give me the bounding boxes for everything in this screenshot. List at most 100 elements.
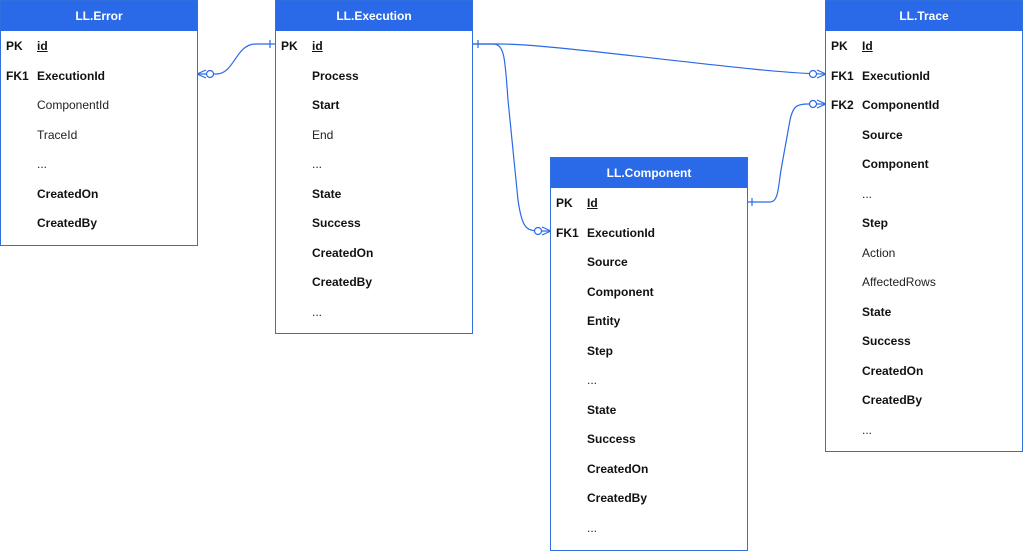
- field-row[interactable]: ...: [276, 297, 472, 327]
- field-row[interactable]: Entity: [551, 306, 747, 336]
- field-name: ...: [312, 157, 323, 171]
- field-row[interactable]: Start: [276, 90, 472, 120]
- field-name: Entity: [587, 314, 621, 328]
- field-key: FK1: [6, 68, 29, 83]
- field-row[interactable]: ...: [551, 513, 747, 543]
- field-name: ...: [37, 157, 48, 171]
- field-row[interactable]: Action: [826, 238, 1022, 268]
- entity-title: LL.Error: [1, 1, 197, 31]
- field-row[interactable]: FK1 ExecutionId: [1, 61, 197, 91]
- connector-execution-component: [473, 43, 551, 232]
- field-row[interactable]: Success: [826, 326, 1022, 356]
- field-row[interactable]: Component: [826, 149, 1022, 179]
- field-row[interactable]: Success: [551, 424, 747, 454]
- field-row[interactable]: Step: [826, 208, 1022, 238]
- field-name: CreatedBy: [312, 275, 373, 289]
- field-row[interactable]: Source: [826, 120, 1022, 150]
- field-name: ExecutionId: [37, 68, 106, 83]
- field-key: PK: [6, 39, 23, 53]
- field-name: CreatedOn: [312, 245, 374, 260]
- field-name: State: [312, 186, 342, 201]
- field-name: ...: [587, 520, 598, 535]
- field-row[interactable]: CreatedBy: [1, 208, 197, 238]
- field-name: Source: [862, 127, 903, 142]
- field-name: CreatedBy: [37, 216, 98, 230]
- field-row[interactable]: CreatedOn: [551, 454, 747, 484]
- field-name: CreatedOn: [862, 363, 924, 378]
- field-row[interactable]: State: [276, 179, 472, 209]
- crow-foot-many-icon: [808, 99, 827, 109]
- field-row[interactable]: ...: [276, 149, 472, 179]
- field-name: CreatedBy: [862, 393, 923, 407]
- crow-foot-many-icon: [196, 69, 215, 79]
- field-row[interactable]: Step: [551, 336, 747, 366]
- entity-title: LL.Component: [551, 158, 747, 188]
- field-row[interactable]: CreatedBy: [826, 385, 1022, 415]
- field-row[interactable]: Process: [276, 61, 472, 91]
- field-name: ...: [312, 304, 323, 319]
- field-name: Step: [587, 343, 614, 358]
- field-name: ComponentId: [862, 98, 940, 112]
- field-row[interactable]: FK2 ComponentId: [826, 90, 1022, 120]
- field-row[interactable]: CreatedBy: [276, 267, 472, 297]
- field-row[interactable]: FK1 ExecutionId: [826, 61, 1022, 91]
- field-name: Component: [862, 157, 929, 171]
- field-row[interactable]: CreatedOn: [276, 238, 472, 268]
- field-key: FK2: [831, 98, 854, 112]
- field-row[interactable]: PK id: [1, 31, 197, 61]
- connector-error-execution: [197, 43, 276, 75]
- field-row[interactable]: ComponentId: [1, 90, 197, 120]
- field-name: ExecutionId: [862, 68, 931, 83]
- field-row[interactable]: TraceId: [1, 120, 197, 150]
- field-name: Component: [587, 284, 654, 299]
- field-name: ...: [862, 422, 873, 437]
- field-row[interactable]: PK Id: [826, 31, 1022, 61]
- field-name: Success: [312, 216, 361, 230]
- field-name: ComponentId: [37, 98, 110, 112]
- field-name: id: [37, 39, 48, 53]
- field-name: End: [312, 127, 334, 142]
- field-row[interactable]: State: [826, 297, 1022, 327]
- field-row[interactable]: PK Id: [551, 188, 747, 218]
- field-name: Start: [312, 98, 340, 112]
- field-row[interactable]: CreatedOn: [1, 179, 197, 209]
- field-row[interactable]: End: [276, 120, 472, 150]
- field-name: Action: [862, 245, 896, 260]
- field-row[interactable]: ...: [826, 179, 1022, 209]
- field-row[interactable]: ...: [551, 365, 747, 395]
- field-key: PK: [556, 196, 573, 210]
- field-key: FK1: [831, 68, 854, 83]
- field-row[interactable]: Source: [551, 247, 747, 277]
- field-row[interactable]: State: [551, 395, 747, 425]
- field-name: ExecutionId: [587, 225, 656, 240]
- field-row[interactable]: ...: [1, 149, 197, 179]
- field-row[interactable]: Success: [276, 208, 472, 238]
- crow-foot-many-icon: [808, 69, 827, 79]
- field-name: Source: [587, 255, 628, 269]
- field-row[interactable]: CreatedOn: [826, 356, 1022, 386]
- field-name: AffectedRows: [862, 275, 936, 289]
- field-name: CreatedOn: [587, 461, 649, 476]
- field-row[interactable]: AffectedRows: [826, 267, 1022, 297]
- field-name: CreatedBy: [587, 491, 648, 505]
- connector-component-trace: [747, 103, 826, 203]
- field-name: Id: [587, 196, 598, 210]
- field-row[interactable]: ...: [826, 415, 1022, 445]
- field-row[interactable]: CreatedBy: [551, 483, 747, 513]
- field-name: Id: [862, 39, 873, 53]
- field-key: PK: [831, 39, 848, 53]
- field-row[interactable]: FK1 ExecutionId: [551, 218, 747, 248]
- field-name: TraceId: [37, 127, 78, 142]
- field-name: State: [587, 402, 617, 417]
- entity-title: LL.Execution: [276, 1, 472, 31]
- field-row[interactable]: Component: [551, 277, 747, 307]
- field-name: CreatedOn: [37, 186, 99, 201]
- field-key: FK1: [556, 225, 579, 240]
